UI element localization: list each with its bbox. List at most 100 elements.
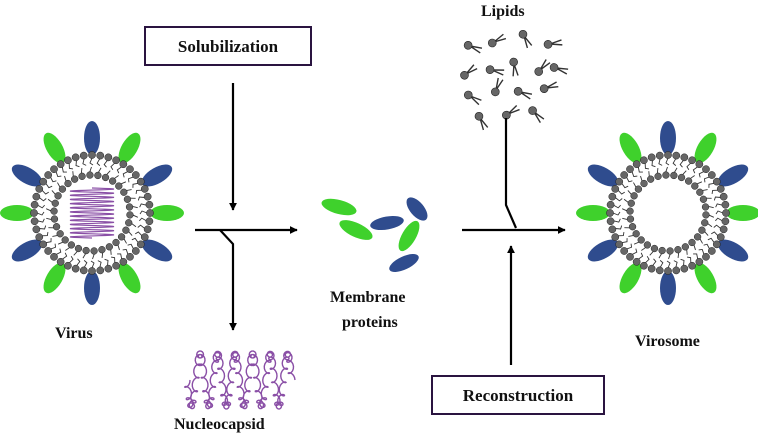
lipid-head-outer [647,264,656,273]
protein-green-2 [339,220,373,240]
lipid-head-outer [71,264,80,273]
lipid-head-inner [702,211,710,219]
lipid-head-outer [640,261,648,270]
spike-blue [587,239,619,262]
lipid-head-outer [39,240,48,249]
lipid-head-inner [677,173,686,182]
free-lipid [485,65,505,76]
lipid-head-inner [125,219,133,227]
lipid-head-inner [108,177,117,185]
reconstruction-label: Reconstruction [463,386,574,405]
lipid-head-inner [82,246,90,255]
lipid-head-outer [680,153,689,162]
lipid-head-outer [632,160,641,169]
lipid-head-outer [32,192,41,201]
lipid-head-outer [112,261,120,270]
free-lipid [474,111,489,131]
spike-green [694,262,717,294]
lipid-head-inner [674,246,682,254]
virosome-label: Virosome [635,333,700,350]
lipid-head-outer [680,264,689,273]
lipid-head-outer [608,192,617,201]
spike-blue [660,271,676,305]
protein-blue-3 [389,254,419,272]
membrane-proteins-label-line2: proteins [342,314,398,331]
lipid-head-outer [145,200,154,209]
lipid-head-outer [112,156,120,165]
lipid-head-inner [626,215,635,223]
spike-green [150,205,184,221]
lipid-head-outer [608,225,617,234]
lipid-head-inner [112,238,120,247]
lipid-head-outer [30,200,39,209]
reconstruction-step: Reconstruction [431,375,605,415]
protein-blue-1 [406,197,428,221]
lipid-head-outer [96,151,105,160]
lipid-head-inner [117,233,126,241]
lipid-head-inner [115,182,123,190]
lipid-head-outer [50,165,58,174]
lipid-head-outer [126,252,134,261]
lipid-head-inner [52,223,61,231]
lipid-head-outer [136,177,145,186]
lipid-head-outer [716,185,725,193]
lipid-head-inner [691,182,699,190]
lipid-head-outer [672,266,681,275]
lipid-head-outer [606,217,615,226]
lipid-head-outer [64,261,72,270]
lipid-head-inner [628,223,637,231]
lipid-head-outer [712,240,721,249]
lipid-head-inner [78,172,86,180]
reconstruction-arrows [462,118,566,365]
lipid-head-inner [634,185,643,193]
lipid-head-outer [44,171,53,179]
lipid-head-inner [51,199,59,207]
free-lipid [460,64,478,80]
lipid-head-inner [105,243,113,251]
free-lipid [543,39,563,49]
lipid-head-inner [50,215,59,223]
lipid-head-outer [702,252,710,261]
lipid-head-outer [620,247,629,255]
spike-green [118,262,141,294]
lipid-head-outer [712,177,721,186]
lipid-head-outer [88,267,96,275]
lipid-head-inner [56,230,64,238]
lipid-head-inner [701,219,709,227]
lipid-head-outer [126,165,134,174]
lipid-head-inner [688,238,696,247]
lipid-head-outer [707,247,716,255]
lipid-head-outer [30,209,38,217]
lipid-head-outer [143,192,152,201]
membrane-proteins-cluster [321,197,428,272]
lipid-head-inner [98,246,106,254]
lipid-head-inner [684,177,693,185]
spike-blue [11,164,43,187]
lipid-head-inner [126,211,134,219]
solubilization-label: Solubilization [178,37,279,56]
lipid-head-inner [696,188,704,196]
lipid-head-outer [611,185,620,193]
spike-blue [141,164,173,187]
free-lipid [518,29,533,49]
spike-green [576,205,610,221]
lipid-head-outer [64,156,72,165]
lipid-head-outer [707,171,716,179]
protein-green-1 [321,198,357,216]
free-lipid [528,106,545,123]
lipid-head-outer [606,209,614,217]
lipid-head-inner [640,179,648,188]
free-lipid [463,41,483,54]
lipid-head-outer [702,165,710,174]
lipid-head-outer [626,165,634,174]
spike-green [694,132,717,164]
lipid-head-inner [94,171,102,180]
virus-glycoprotein-spikes [0,121,184,305]
lipid-head-outer [35,233,44,241]
lipid-head-outer [119,257,128,266]
free-lipid [539,81,559,93]
lipid-head-inner [86,171,94,179]
lipid-head-outer [145,217,154,226]
lipid-head-inner [650,244,659,253]
lipid-head-inner [654,172,662,180]
